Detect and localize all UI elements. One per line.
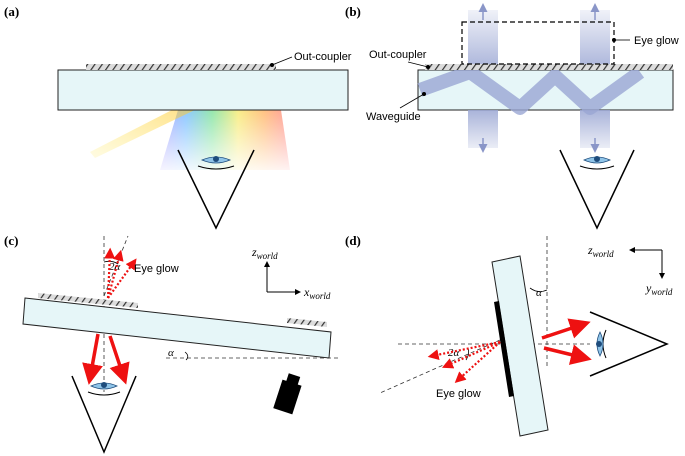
eye-c <box>71 375 137 454</box>
grating-d <box>494 301 514 397</box>
panel-b-label: (b) <box>345 4 361 19</box>
alpha-arc-c <box>184 351 189 361</box>
alpha-label-d: α <box>536 287 542 299</box>
waveguide-slab <box>57 69 349 111</box>
eye-glow-label-d: Eye glow <box>436 388 481 400</box>
panel-a: (a) Out-coupler <box>4 4 352 230</box>
panel-c: (c) α 2α Eye glow <box>4 233 340 454</box>
waveguide-leader <box>399 93 425 109</box>
panel-c-label: (c) <box>4 233 18 248</box>
out-coupler-leader-b <box>407 61 429 68</box>
z-sub-d: world <box>593 249 615 259</box>
out-coupler-grating <box>86 64 276 70</box>
display-ray-1-d <box>541 318 591 340</box>
out-coupler-leader <box>271 56 293 66</box>
eye-glow-label-c: Eye glow <box>134 263 179 275</box>
waveguide-slab-d <box>491 255 549 437</box>
eye-glow-ray-3-c <box>107 258 137 299</box>
guided-light <box>417 65 645 115</box>
y-main-d: y <box>645 281 652 295</box>
eye-b <box>559 149 635 230</box>
waveguide-label: Waveguide <box>366 111 421 123</box>
x-main-c: x <box>303 285 310 299</box>
eye-d <box>589 311 669 377</box>
two-alpha-label-d: 2α <box>448 347 460 359</box>
out-coupler-label-b: Out-coupler <box>369 49 427 61</box>
waveguide-dot <box>422 92 426 96</box>
grating-c-left <box>38 293 138 308</box>
eye-glow-dot <box>612 38 616 42</box>
grating-c-right <box>287 318 327 327</box>
eye-glow-ray-1-d <box>427 340 501 361</box>
eye-a <box>177 149 255 230</box>
eye-glow-label-b: Eye glow <box>634 35 679 47</box>
panel-b: (b) Eye glow Out-coupler Waveguide <box>345 3 679 230</box>
z-sub-c: world <box>257 251 279 261</box>
alpha-label-c: α <box>168 347 174 359</box>
tilted-reference-d <box>379 339 501 394</box>
out-coupler-grating-b <box>425 64 673 70</box>
eye-glow-ray-3-d <box>454 341 501 383</box>
tilted-reference <box>103 235 129 297</box>
display-ray-2-c <box>108 335 130 385</box>
display-ray-2-d <box>543 344 592 365</box>
z-axis-label-c: zworld <box>251 245 278 261</box>
alpha-arc-d <box>529 287 548 292</box>
rainbow-fade <box>158 110 292 175</box>
eye-glow-box <box>461 21 615 65</box>
x-sub-c: world <box>309 291 331 301</box>
z-axis-label-d: zworld <box>587 243 614 259</box>
panel-d-label: (d) <box>345 233 361 248</box>
out-coupler-dot-b <box>426 65 430 69</box>
eye-glow-ray-2-d <box>441 340 501 369</box>
out-coupler-label: Out-coupler <box>294 51 352 63</box>
camera-icon <box>273 373 302 415</box>
two-alpha-arc-c <box>103 260 119 265</box>
x-axis-label-c: xworld <box>303 285 331 301</box>
eye-glow-ray-1-c <box>104 247 116 299</box>
z-main-c: z <box>251 245 257 259</box>
display-ray-1-c <box>82 333 103 385</box>
panel-a-label: (a) <box>4 4 19 19</box>
two-alpha-label-c: 2α <box>109 261 121 273</box>
panel-d: (d) α 2α Eye glow zwo <box>345 233 673 437</box>
y-sub-d: world <box>651 287 673 297</box>
y-axis-label-d: yworld <box>645 281 673 297</box>
z-main-d: z <box>587 243 593 257</box>
out-coupler-dot <box>270 63 274 67</box>
waveguide-slab-c <box>22 297 332 359</box>
